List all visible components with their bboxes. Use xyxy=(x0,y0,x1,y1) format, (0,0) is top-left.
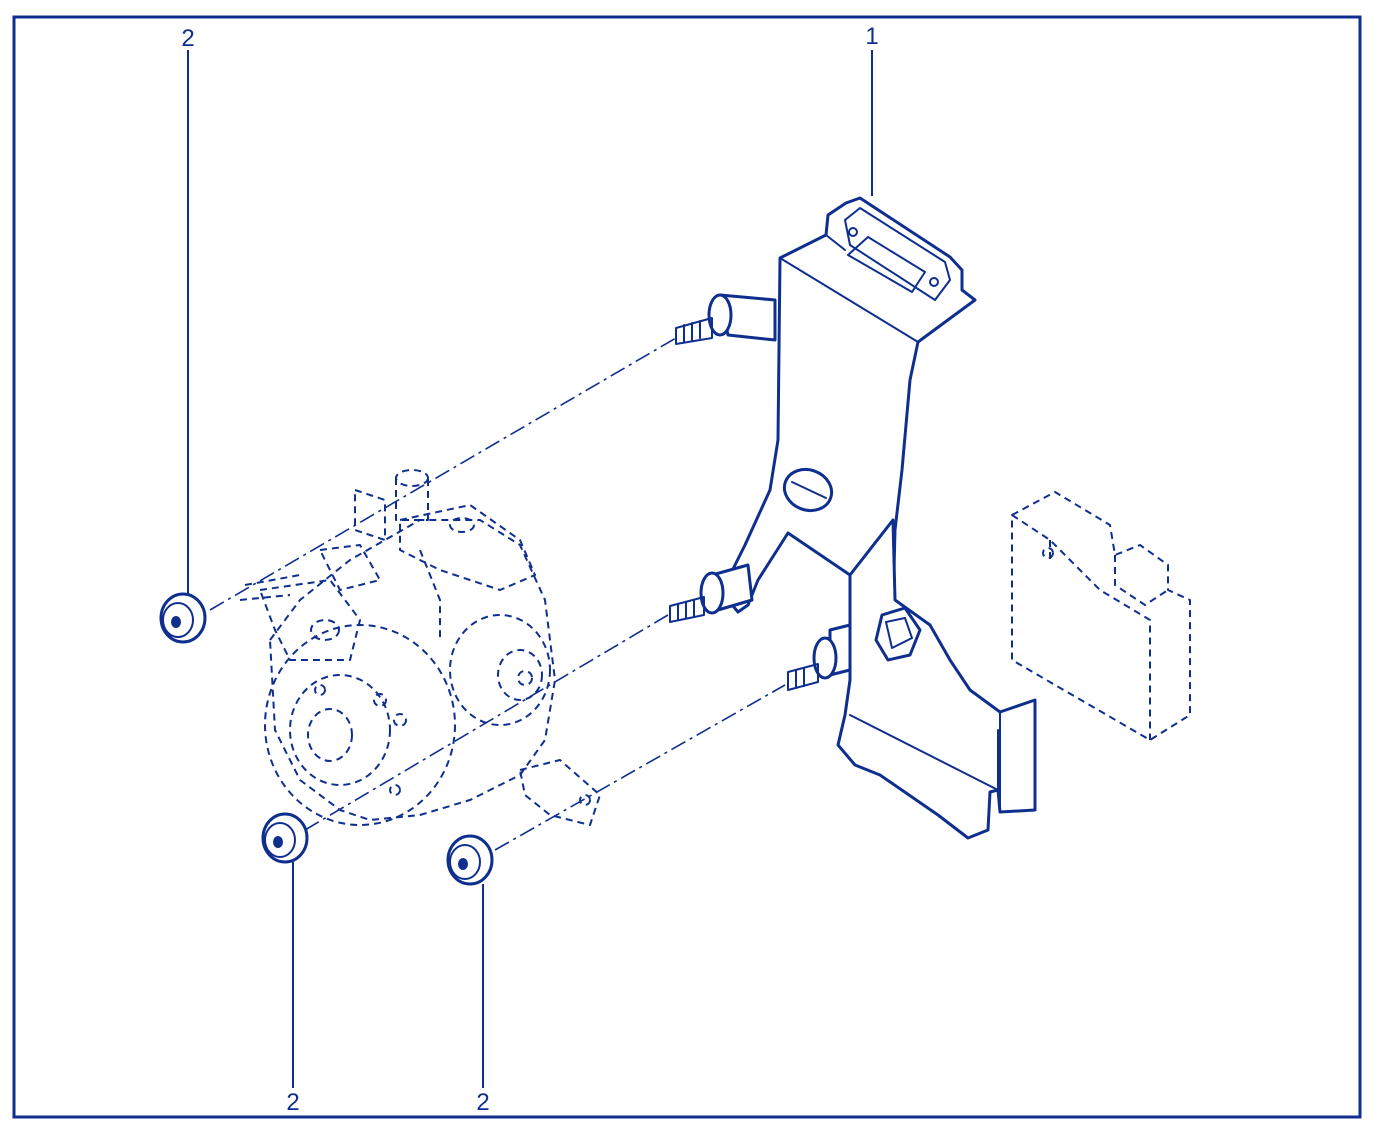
callout-2-lower-left: 2 xyxy=(286,1089,299,1116)
callout-2-upper-left: 2 xyxy=(181,25,194,52)
pump-ghost-icon xyxy=(239,469,601,826)
assembly-axes xyxy=(209,337,786,851)
callout-2-lower-middle: 2 xyxy=(476,1089,489,1116)
mounting-bracket-icon xyxy=(669,196,1037,840)
module-ghost-icon xyxy=(1011,491,1191,741)
nut-upper-left xyxy=(159,592,207,644)
nut-lower-left xyxy=(261,812,309,864)
callout-labels: 1 2 2 2 xyxy=(181,23,878,1116)
leader-lines xyxy=(187,50,873,1088)
flange-nut-icon xyxy=(159,592,494,886)
nut-lower-middle xyxy=(446,834,494,886)
drawing-frame xyxy=(12,15,1362,1119)
callout-1: 1 xyxy=(865,23,878,50)
